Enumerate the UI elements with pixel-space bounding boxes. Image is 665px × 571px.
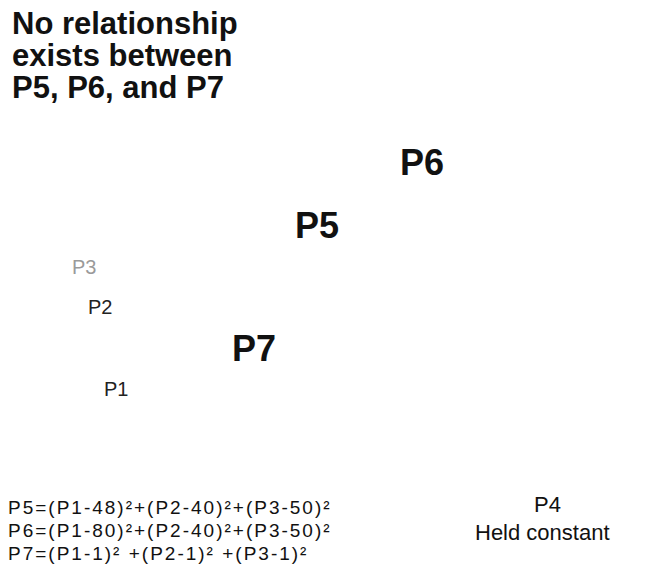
label-holder: P2	[88, 296, 112, 319]
label-holder: P1	[104, 378, 128, 401]
box-edge	[430, 355, 660, 530]
note-text: P4	[534, 492, 561, 517]
sphere-body	[321, 36, 569, 284]
box-edge	[659, 55, 660, 355]
box-edge	[429, 230, 430, 530]
surface-body	[120, 193, 610, 440]
box-edge	[330, 175, 660, 355]
note-text: Held constant	[475, 520, 610, 545]
equation-text: P7=(P1-1)² +(P2-1)² +(P3-1)²	[8, 542, 308, 565]
axis-label: P2	[88, 296, 112, 319]
axis-label: P3	[72, 256, 96, 279]
sphere-body	[251, 109, 389, 281]
sphere-shape: P6	[320, 35, 570, 285]
equation-text: P5=(P1-48)²+(P2-40)²+(P3-50)²	[8, 496, 332, 519]
sphere-outline	[320, 35, 570, 285]
shape-label: P6	[400, 142, 444, 184]
shape-label: P7	[232, 328, 276, 370]
axis-label: P1	[104, 378, 128, 401]
surface-outline	[110, 165, 620, 445]
surface-shape: P7	[110, 165, 620, 445]
shape-label: P5	[295, 205, 339, 247]
sphere-outline	[250, 108, 390, 282]
box-edge	[430, 55, 660, 230]
label-holder: P7=(P1-1)² +(P2-1)² +(P3-1)²	[8, 542, 308, 565]
axis-arrow	[100, 350, 160, 383]
label-holder: P4	[534, 492, 561, 517]
label-holder: P5=(P1-48)²+(P2-40)²+(P3-50)²	[8, 496, 332, 519]
box-edge	[100, 175, 330, 350]
label-holder: P6=(P1-80)²+(P2-40)²+(P3-50)²	[8, 519, 332, 542]
box-edge	[330, 0, 660, 55]
box-edge	[329, 0, 330, 175]
equation-text: P6=(P1-80)²+(P2-40)²+(P3-50)²	[8, 519, 332, 542]
label-holder: Held constant	[475, 520, 610, 545]
label-holder: P3	[72, 256, 96, 279]
sphere-shape: P5	[250, 108, 390, 282]
note-text: No relationship exists between P5, P6, a…	[12, 8, 262, 104]
label-holder: No relationship exists between P5, P6, a…	[12, 8, 262, 104]
